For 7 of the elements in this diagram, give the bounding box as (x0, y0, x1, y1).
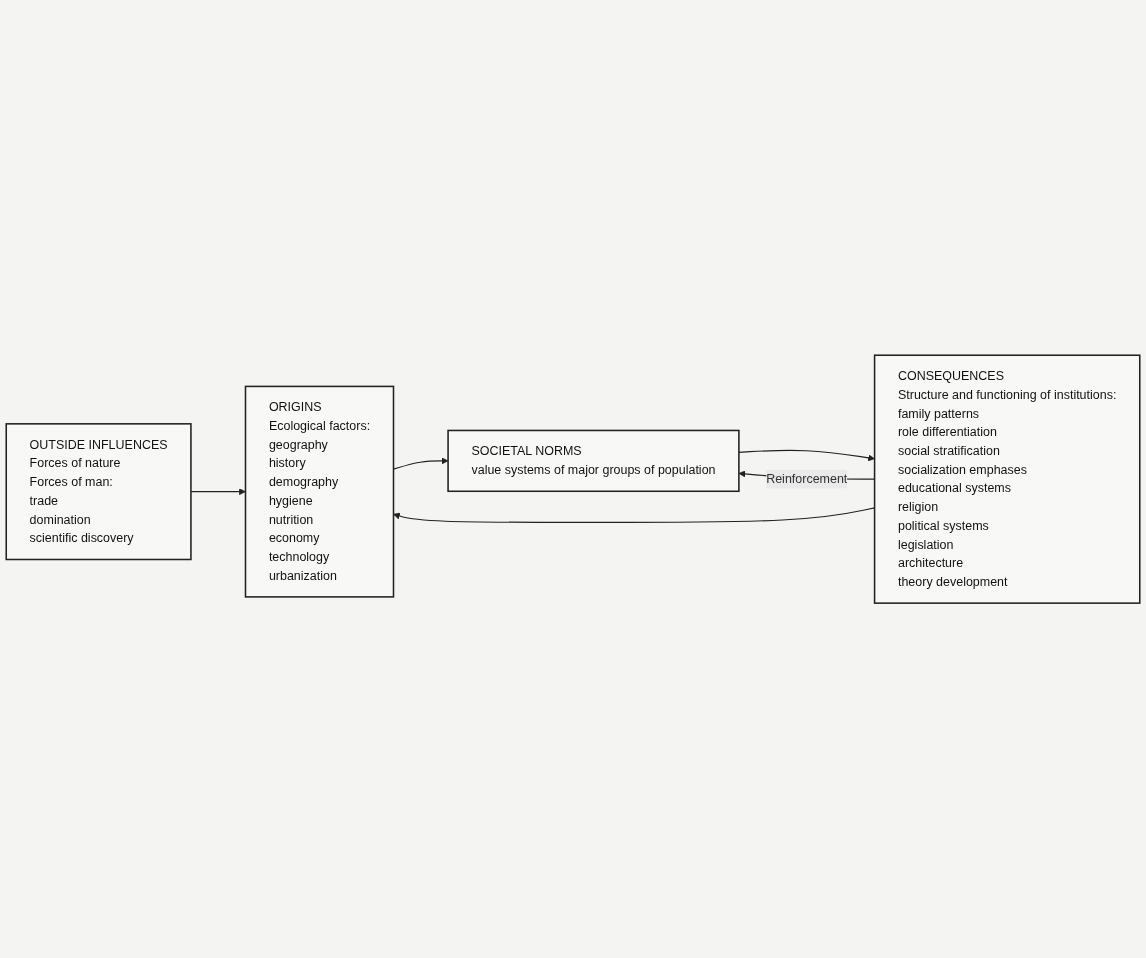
edge-label: Reinforcement (766, 471, 848, 486)
node-box: OUTSIDE INFLUENCES Forces of nature Forces of man: trade domination scientific discovery (5, 422, 192, 561)
arrow (190, 488, 246, 495)
node-box: ORIGINS Ecological factors: geography history demography hygiene nutrition economy technology urbanization (244, 385, 395, 598)
node-box: SOCIETAL NORMS value systems of major groups of population (447, 429, 740, 492)
arrow (738, 449, 875, 462)
node-box: CONSEQUENCES Structure and functioning of institutions: family patterns role differentiation social stratification socialization emphases educational systems religion political systems legislation architecture theory development (873, 354, 1141, 604)
